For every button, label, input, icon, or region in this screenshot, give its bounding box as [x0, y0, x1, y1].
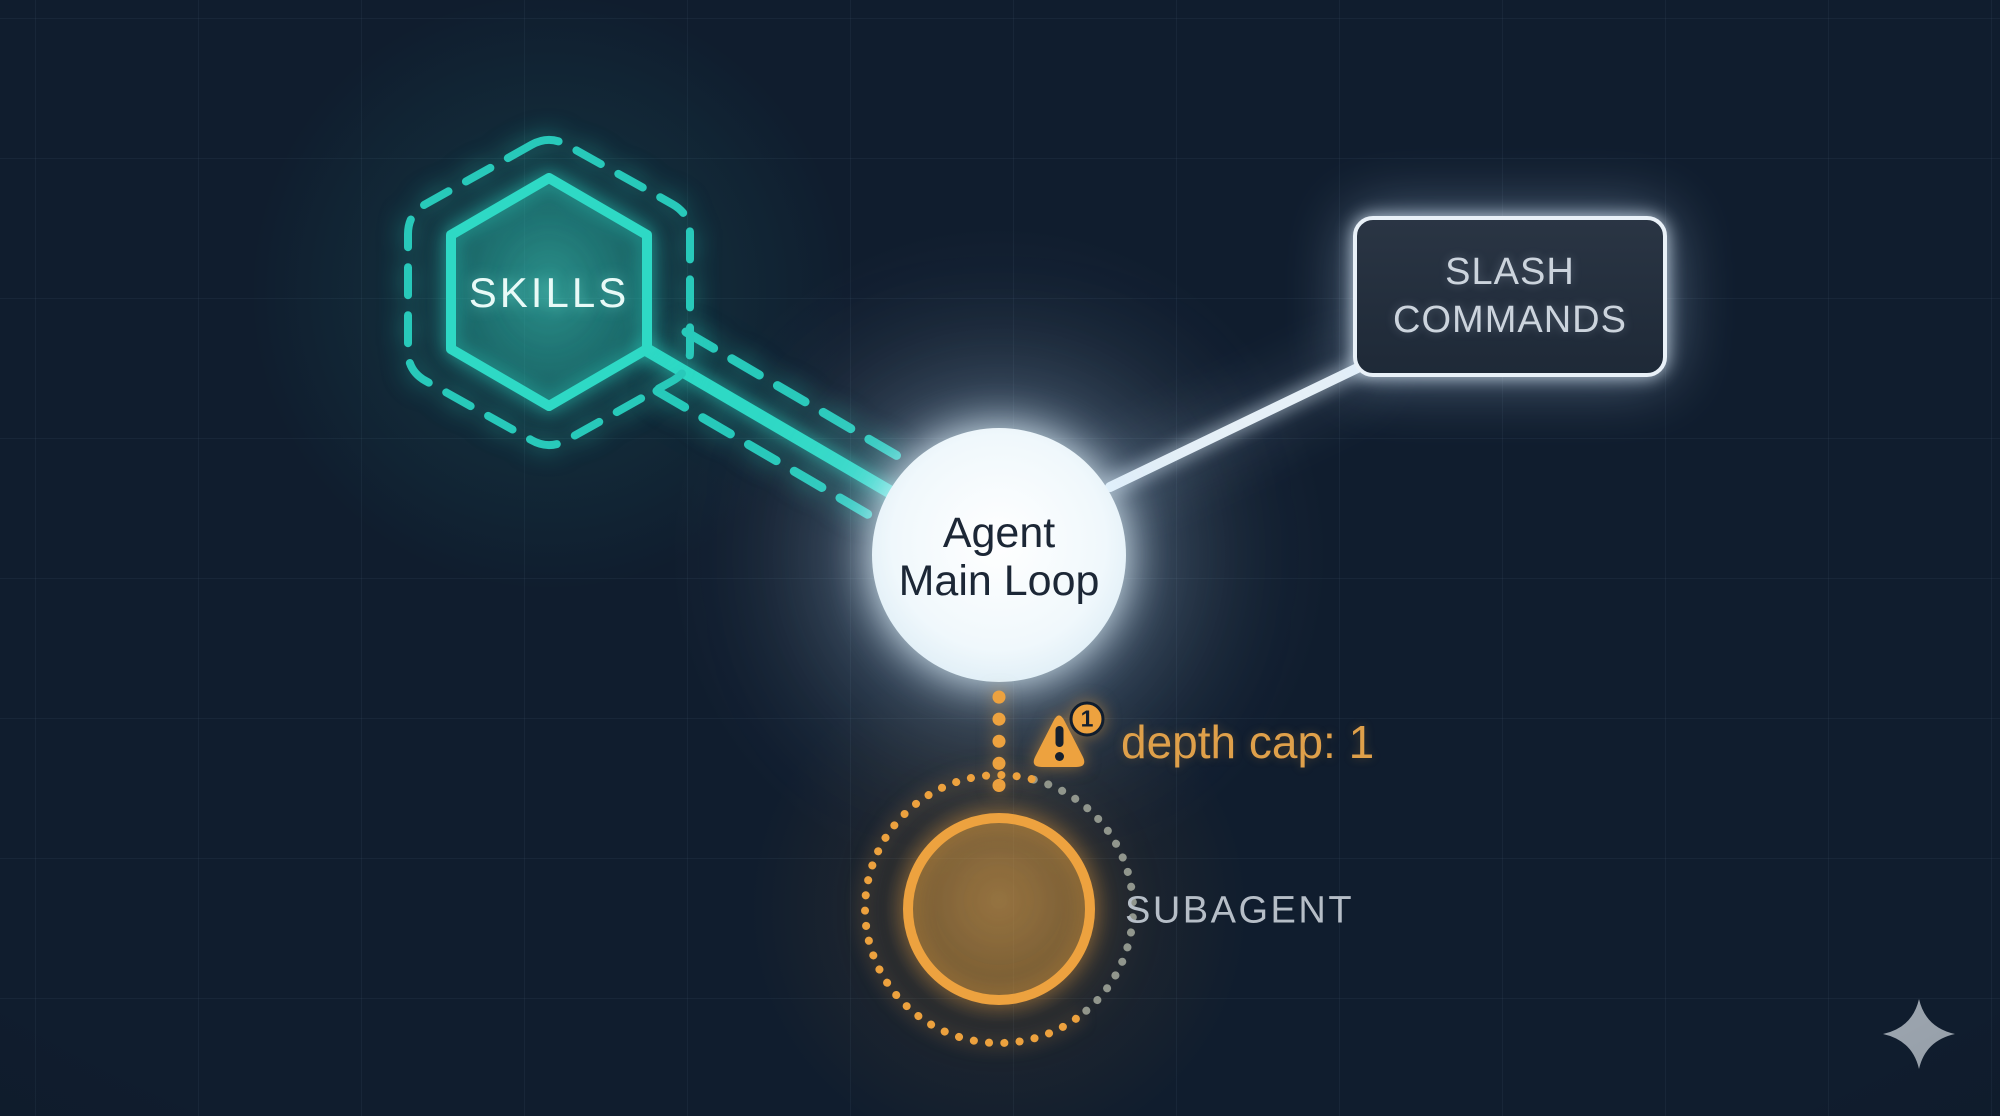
teal-dashed-line-upper	[681, 327, 911, 466]
skills-agent-connector	[652, 327, 911, 520]
slash-commands-connector-line	[1105, 357, 1375, 492]
subagent-dotted-ring-gray-arc	[1029, 775, 1137, 1023]
agent-main-loop-node-label: Agent Main Loop	[898, 508, 1100, 605]
subagent-node-label: SUBAGENT	[1125, 889, 1355, 932]
subagent-circle	[903, 813, 1095, 1005]
skills-node-label: SKILLS	[468, 269, 630, 316]
slash-commands-node-label: SLASH COMMANDS	[1393, 251, 1627, 341]
skills-hexagon	[446, 173, 652, 411]
skills-hexagon-dashed-outline	[404, 135, 694, 450]
warning-triangle-icon	[1033, 701, 1105, 767]
warning-exclamation-dot	[1055, 752, 1064, 761]
sparkle-icon	[1883, 999, 1955, 1069]
agent-main-loop-circle	[872, 428, 1126, 682]
depth-cap-annotation-label: depth cap: 1	[1121, 716, 1375, 768]
warning-exclamation-bar	[1055, 726, 1064, 747]
slash-commands-box	[1353, 216, 1667, 377]
teal-solid-connector-line	[640, 343, 904, 503]
warning-badge-count: 1	[1080, 705, 1094, 732]
teal-dashed-line-lower	[652, 386, 874, 520]
warning-count-badge	[1069, 701, 1105, 737]
